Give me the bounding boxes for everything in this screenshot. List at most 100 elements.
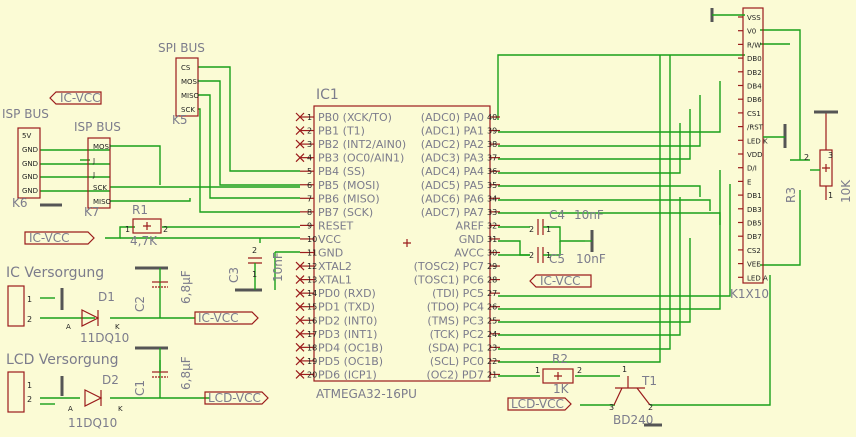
lcd-pin-label: CS2 xyxy=(747,247,761,255)
lcd-pin-label: DB2 xyxy=(747,69,762,77)
svg-text:1: 1 xyxy=(546,225,551,234)
svg-text:1: 1 xyxy=(828,191,833,200)
no-connect-mark xyxy=(295,302,305,312)
ic1-pin-label: PB6 (MISO) xyxy=(318,192,380,205)
isp-bus-k7: ISP BUS MOSI J J SCK MISO K7 xyxy=(74,120,121,219)
lcd-pin-18: CS2 xyxy=(738,247,761,255)
ic1-pin-label: GND xyxy=(459,233,484,246)
ic1-pin-35: 35(ADC5) PA5 xyxy=(421,179,500,192)
ic1-pin-label: (ADC4) PA4 xyxy=(421,165,484,178)
lcd-pin-label: LED A xyxy=(747,274,768,282)
isp6-pin-5: GND xyxy=(22,187,38,195)
svg-text:2: 2 xyxy=(27,395,32,404)
c3-value: 10nF xyxy=(271,252,285,282)
isp6-pin-1: 5V xyxy=(22,132,31,140)
capacitor-c1: C1 6,8µF xyxy=(133,346,193,396)
ic1-pin-34: 34(ADC6) PA6 xyxy=(421,192,500,205)
isp7-pin-1: MOSI xyxy=(93,143,111,151)
c2-value: 6,8µF xyxy=(179,270,193,304)
ic1-pin-number: 39 xyxy=(487,127,497,136)
ic1-pin-28: 28(TOSC1) PC6 xyxy=(414,274,500,287)
no-connect-mark xyxy=(295,329,305,339)
ic1-pin-label: PB2 (INT2/AIN0) xyxy=(318,138,406,151)
ic1-pin-number: 3 xyxy=(307,140,312,149)
ic1-pin-33: 33(ADC7) PA7 xyxy=(421,206,500,219)
ic1-pin-number: 38 xyxy=(487,140,497,149)
net-ic-vcc-supply: IC-VCC xyxy=(194,311,259,325)
ic1-pin-number: 18 xyxy=(307,343,317,352)
ic1-pin-number: 21 xyxy=(487,370,497,379)
spi-connector xyxy=(175,57,199,117)
d1-name: D1 xyxy=(98,290,115,304)
svg-text:2: 2 xyxy=(648,403,653,412)
ic1-pin-label: XTAL1 xyxy=(318,274,352,287)
lcd-pin-11: VDD xyxy=(738,151,763,159)
isp7-pin-4: SCK xyxy=(93,184,107,192)
r2-name: R2 xyxy=(552,352,568,366)
ic1-pin-label: AREF xyxy=(456,219,484,232)
isp7-pin-2: J xyxy=(92,157,95,165)
lcd-pin-14: DB1 xyxy=(738,192,762,200)
ic1-pin-label: PB7 (SCK) xyxy=(318,206,373,219)
ic1-pin-label: VCC xyxy=(318,233,341,246)
lcd-pin-19: VEE xyxy=(738,261,761,269)
isp6-title: ISP BUS xyxy=(2,107,49,121)
wires xyxy=(40,29,810,406)
isp7-name: K7 xyxy=(84,205,100,219)
lcd-body xyxy=(742,7,764,284)
ic1-pin-number: 4 xyxy=(307,154,312,163)
isp7-connector xyxy=(87,137,111,209)
ic1-pin-number: 37 xyxy=(487,154,497,163)
ic1-pin-label: (SCL) PC0 xyxy=(430,355,484,368)
ic1-pin-23: 23(SDA) PC1 xyxy=(428,341,500,354)
lcd-pin-20: LED A xyxy=(738,274,768,282)
lcd-pin-16: DB5 xyxy=(738,220,762,228)
ic1-pin-22: 22(SCL) PC0 xyxy=(430,355,500,368)
lcd-pin-label: DB6 xyxy=(747,96,762,104)
svg-text:LCD-VCC: LCD-VCC xyxy=(511,397,564,411)
isp6-pin-3: GND xyxy=(22,160,38,168)
svg-text:IC-VCC: IC-VCC xyxy=(60,91,101,105)
ic1-pin-number: 23 xyxy=(487,343,497,352)
d2-name: D2 xyxy=(102,373,119,387)
svg-text:1: 1 xyxy=(252,270,257,279)
svg-text:3: 3 xyxy=(609,403,614,412)
ic1-pin-number: 14 xyxy=(307,289,317,298)
ic1-pin-number: 6 xyxy=(307,181,312,190)
ic1-pin-label: XTAL2 xyxy=(318,260,352,273)
c4-name: C4 xyxy=(549,208,565,222)
no-connect-mark xyxy=(295,342,305,352)
isp-bus-k6: ISP BUS 5V GND GND GND GND K6 xyxy=(2,107,62,210)
ic1-pin-number: 16 xyxy=(307,316,317,325)
ic1-pin-number: 31 xyxy=(487,235,497,244)
ic1-pin-number: 19 xyxy=(307,357,317,366)
ic1-pin-number: 5 xyxy=(307,167,312,176)
lcd-pin-9: /RST xyxy=(738,124,764,132)
svg-text:2: 2 xyxy=(529,251,534,260)
lcd-pin-label: DB7 xyxy=(747,233,762,241)
ic1-pin-number: 13 xyxy=(307,276,317,285)
svg-text:IC-VCC: IC-VCC xyxy=(29,231,70,245)
ic1-pin-number: 30 xyxy=(487,249,497,258)
ic1-pin-number: 1 xyxy=(307,113,312,122)
svg-text:2: 2 xyxy=(252,246,257,255)
ic1-pin-number: 36 xyxy=(487,167,497,176)
svg-text:IC-VCC: IC-VCC xyxy=(540,274,581,288)
ic1-pin-label: PB1 (T1) xyxy=(318,125,365,138)
ic1-pin-label: (ADC0) PA0 xyxy=(421,111,484,124)
spi-pin-cs: CS xyxy=(181,64,191,72)
svg-text:3: 3 xyxy=(828,151,833,160)
ic1-pin-label: PD1 (TXD) xyxy=(318,301,375,314)
